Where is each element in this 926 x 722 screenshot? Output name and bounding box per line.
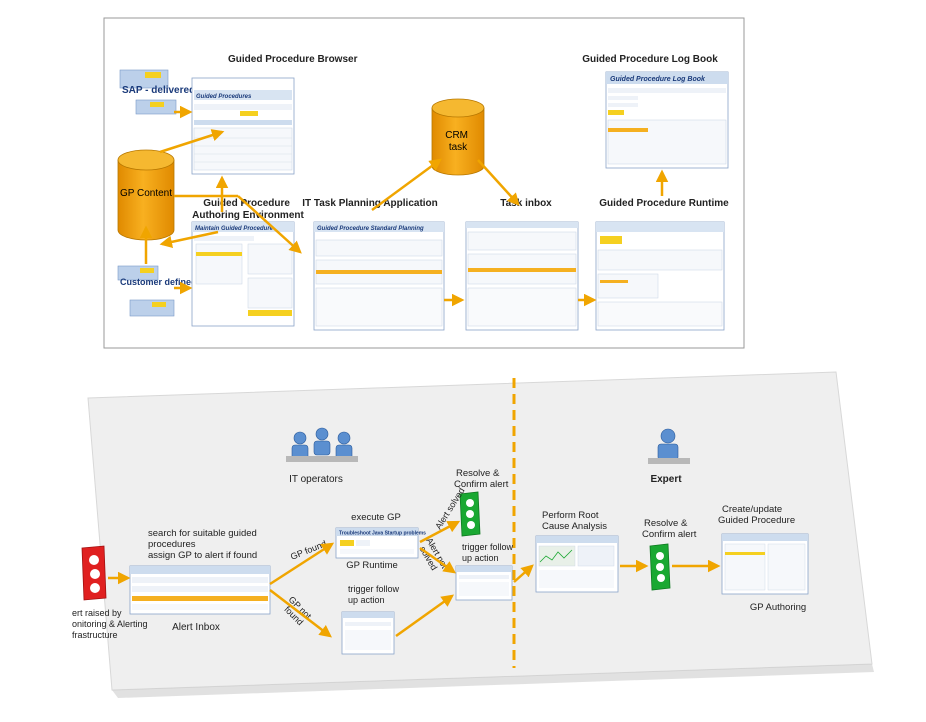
sap-delivered-screens xyxy=(119,69,177,115)
it-task-planning-screen: Guided Procedure Standard Planning xyxy=(313,221,445,331)
gp-authoring-label: Guided Procedure Authoring Environment xyxy=(192,198,304,221)
gp-runtime-bottom-screen: Troubleshoot Java Startup problems xyxy=(335,527,426,559)
alert-inbox-screen xyxy=(129,565,271,615)
top-panel: SAP - delivered GP Content GP Content Cu… xyxy=(103,17,745,349)
gp-authoring-screen: Maintain Guided Procedure xyxy=(191,221,295,327)
alert-inbox-label: Alert Inbox xyxy=(172,622,220,633)
it-task-planning-screen-title: Guided Procedure Standard Planning xyxy=(317,226,424,232)
alert-raised-label: ert raised by onitoring & Alerting frast… xyxy=(72,608,150,640)
task-inbox-screen xyxy=(465,221,579,331)
gp-log-book-label: Guided Procedure Log Book xyxy=(582,54,718,65)
expert-label: Expert xyxy=(650,474,682,485)
gp-browser-label: Guided Procedure Browser xyxy=(228,54,358,65)
crm-task-label: CRM task xyxy=(445,130,471,153)
it-task-planning-label: IT Task Planning Application xyxy=(302,198,438,209)
customer-defined-screens xyxy=(117,265,175,317)
search-text-label: search for suitable guided procedures as… xyxy=(148,528,259,561)
gp-runtime-screen xyxy=(595,221,725,331)
gp-log-book-screen-title: Guided Procedure Log Book xyxy=(610,76,706,83)
bottom-arrows xyxy=(108,520,721,638)
it-operators-label: IT operators xyxy=(289,474,343,485)
gp-runtime-label: Guided Procedure Runtime xyxy=(599,198,729,209)
green-traffic-light-icon-2 xyxy=(649,543,671,591)
gp-authoring-screen-title: Maintain Guided Procedure xyxy=(195,226,274,232)
gp-authoring-bottom-label: GP Authoring xyxy=(750,602,806,613)
red-alert-traffic-light-icon xyxy=(81,545,107,601)
gp-content-label: GP Content xyxy=(120,188,172,199)
green-traffic-light-icon-1 xyxy=(459,491,481,537)
resolve-confirm-label-2: Resolve & Confirm alert xyxy=(642,518,697,540)
execute-gp-label: execute GP xyxy=(351,512,401,523)
trigger-follow-up-label-2: trigger follow up action xyxy=(462,542,516,563)
root-cause-label: Perform Root Cause Analysis xyxy=(542,510,607,532)
gp-authoring-bottom-screen xyxy=(721,533,809,595)
bottom-panel: IT operators Expert ert raised by onitor… xyxy=(72,371,874,698)
crm-task-cylinder xyxy=(431,98,485,176)
follow-up-screen-2 xyxy=(455,565,513,601)
it-operators-icon xyxy=(286,427,358,462)
create-update-gp-label: Create/update Guided Procedure xyxy=(718,504,795,526)
gp-log-book-screen: Guided Procedure Log Book xyxy=(605,71,729,169)
task-inbox-label: Task inbox xyxy=(500,198,552,209)
top-arrows xyxy=(139,105,669,307)
trigger-follow-up-label-1: trigger follow up action xyxy=(348,584,402,605)
sap-delivered-gp-content-label: SAP - delivered GP Content xyxy=(122,85,253,96)
gp-browser-screen: Guided Procedures xyxy=(191,77,295,175)
root-cause-screen xyxy=(535,535,619,593)
expert-icon xyxy=(648,428,690,464)
gp-runtime-screen-title: Troubleshoot Java Startup problems xyxy=(339,531,426,537)
gp-runtime-bottom-label: GP Runtime xyxy=(346,560,398,571)
follow-up-screen-1 xyxy=(341,611,395,655)
gp-browser-screen-title: Guided Procedures xyxy=(196,94,252,100)
resolve-confirm-label-1: Resolve & Confirm alert xyxy=(454,468,509,490)
